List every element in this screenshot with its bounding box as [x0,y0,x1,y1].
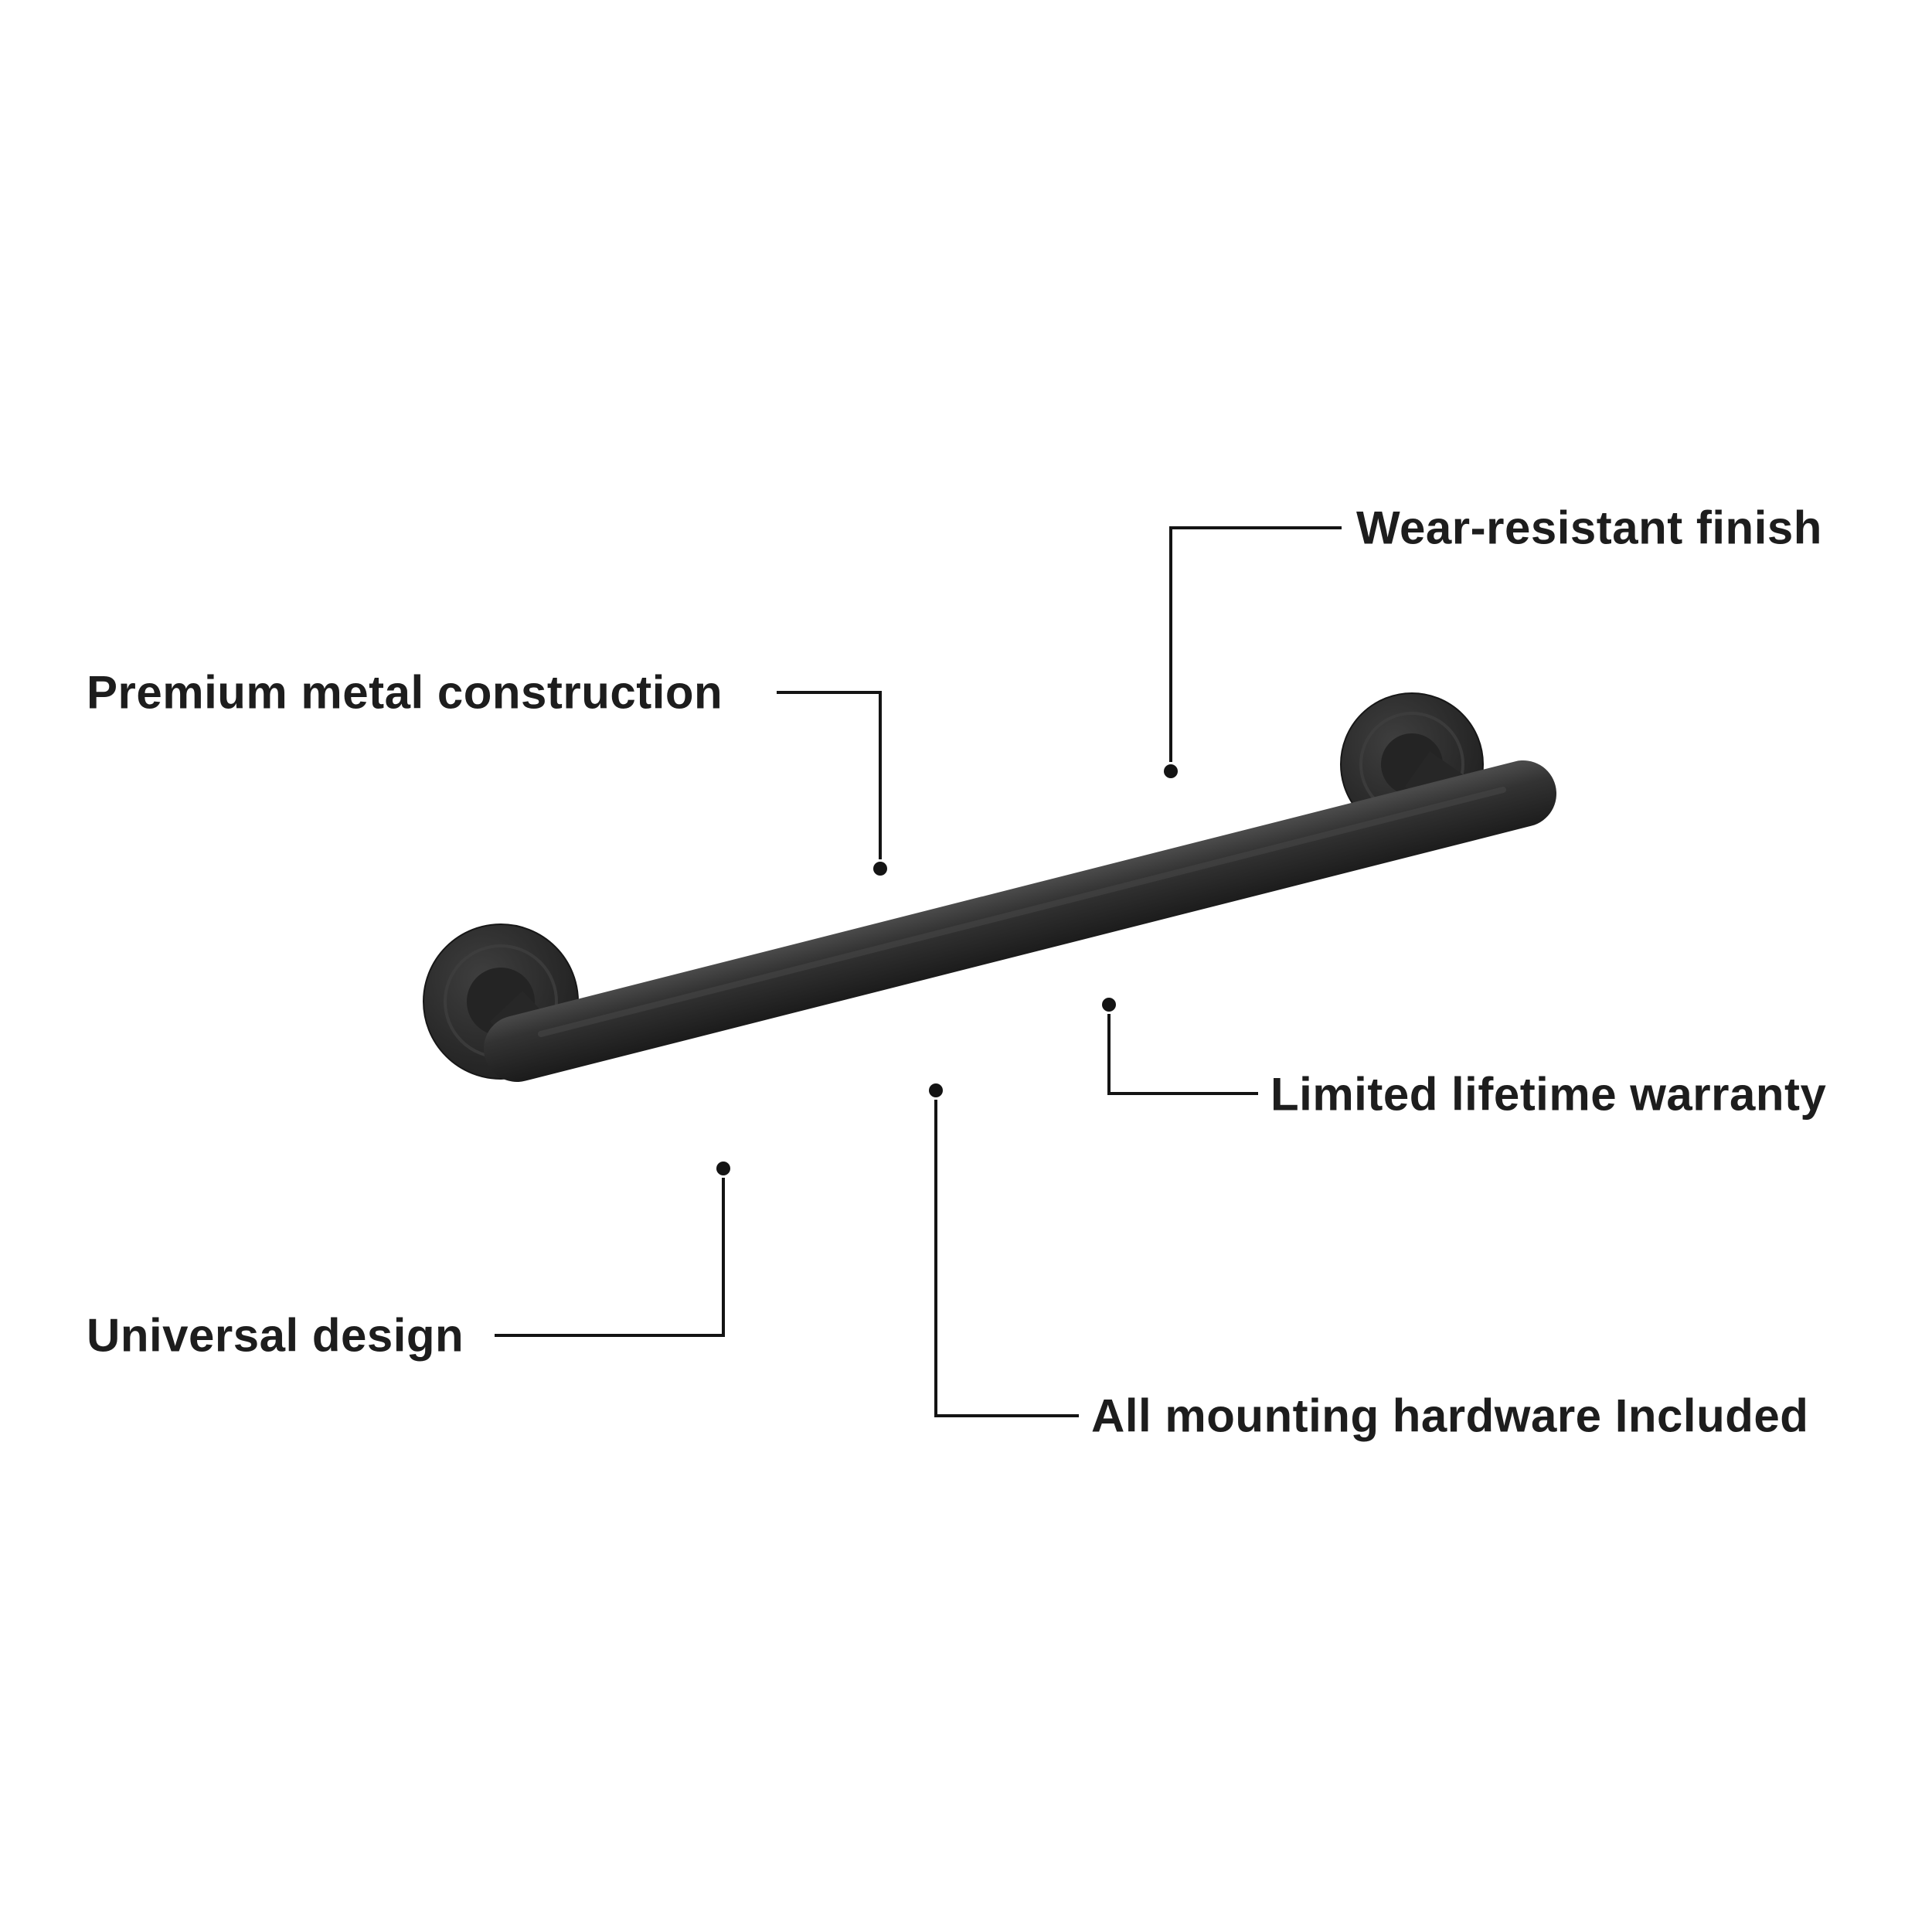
label-all-mounting-hardware-included: All mounting hardware Included [1091,1389,1809,1442]
label-limited-lifetime-warranty: Limited lifetime warranty [1270,1068,1827,1121]
label-universal-design: Universal design [87,1309,464,1362]
callout-warranty [1102,998,1258,1095]
callout-dot-hardware [929,1083,943,1097]
label-premium-metal-construction: Premium metal construction [87,666,723,719]
callout-dot-universal [716,1162,730,1175]
callout-wear [1164,526,1342,778]
label-wear-resistant-finish: Wear-resistant finish [1356,502,1822,554]
callout-hardware [929,1083,1079,1417]
callout-dot-warranty [1102,998,1116,1012]
callout-dot-premium [873,862,887,876]
grab-bar [484,760,1556,1082]
callout-premium [777,691,887,876]
callout-universal [495,1162,730,1337]
callout-dot-wear [1164,764,1178,778]
